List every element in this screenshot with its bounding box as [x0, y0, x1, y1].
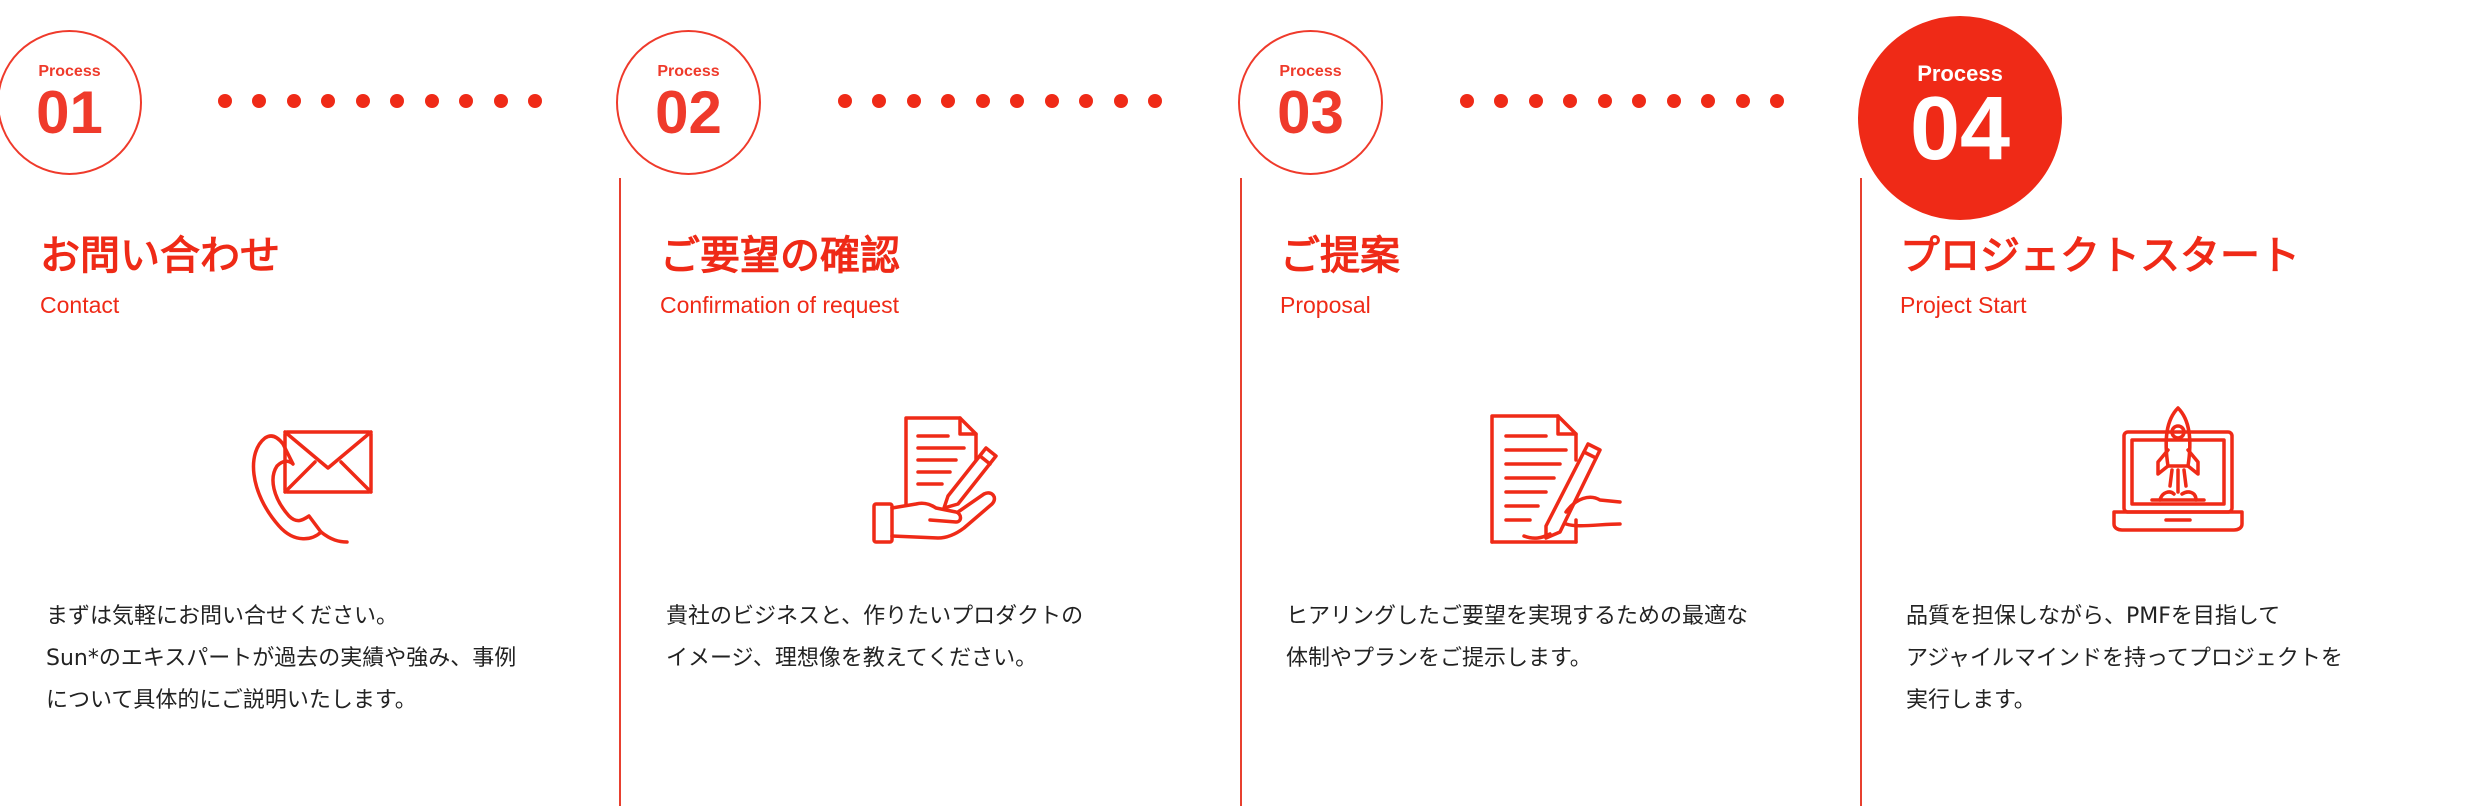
connector-dot — [1701, 94, 1716, 108]
connector-dot — [975, 94, 990, 108]
document-hand-pencil-icon — [860, 400, 1010, 550]
desc-line: ヒアリングしたご要望を実現するための最適な — [1286, 604, 1749, 629]
step-connector-3 — [1460, 94, 1784, 110]
step-badge-number: 03 — [1277, 79, 1344, 146]
desc-line: イメージ、理想像を教えてください。 — [666, 646, 1038, 671]
connector-dot — [1769, 94, 1784, 108]
connector-dot — [1044, 94, 1059, 108]
desc-line: Sun*のエキスパートが過去の実績や強み、事例 — [46, 646, 517, 671]
connector-dot — [390, 94, 405, 108]
connector-dot — [1494, 94, 1509, 108]
step-subtitle: Contact — [40, 292, 120, 318]
column-divider — [619, 178, 621, 806]
desc-line: 体制やプランをご提示します。 — [1286, 646, 1592, 671]
step-connector-1 — [218, 94, 542, 110]
connector-dot — [321, 94, 336, 108]
connector-dot — [1147, 94, 1162, 108]
step-subtitle: Confirmation of request — [660, 292, 900, 318]
step-subtitle: Proposal — [1280, 292, 1371, 318]
desc-line: アジャイルマインドを持ってプロジェクトを — [1906, 646, 2343, 671]
connector-dot — [252, 94, 267, 108]
connector-dot — [838, 94, 852, 108]
connector-dot — [1563, 94, 1578, 108]
connector-dot — [286, 94, 301, 108]
step-badge-01: Process 01 — [0, 30, 142, 175]
column-divider — [1240, 178, 1242, 806]
envelope-phone-icon — [235, 400, 385, 550]
step-badge-04-active: Process 04 — [1858, 16, 2062, 220]
connector-dot — [872, 94, 887, 108]
step-badge-label: Process — [1279, 63, 1342, 80]
step-column-contact: お問い合わせ Contact まずは気軽にお問い合せください。 Sun*のエキス… — [40, 0, 600, 806]
step-title: プロジェクトスタート — [1900, 233, 2300, 279]
connector-dot — [941, 94, 956, 108]
connector-dot — [527, 94, 542, 108]
connector-dot — [424, 94, 439, 108]
connector-dot — [1010, 94, 1025, 108]
connector-dot — [906, 94, 921, 108]
document-signing-icon — [1480, 400, 1630, 550]
step-description: まずは気軽にお問い合せください。 Sun*のエキスパートが過去の実績や強み、事例… — [46, 596, 516, 722]
connector-dot — [493, 94, 508, 108]
step-badge-label: Process — [38, 63, 101, 80]
desc-line: 貴社のビジネスと、作りたいプロダクトの — [666, 604, 1084, 629]
step-badge-label: Process — [1917, 61, 2003, 87]
step-description: 品質を担保しながら、PMFを目指して アジャイルマインドを持ってプロジェクトを … — [1906, 596, 2343, 722]
step-title: ご提案 — [1280, 233, 1400, 279]
step-connector-2 — [838, 94, 1162, 110]
connector-dot — [1666, 94, 1681, 108]
connector-dot — [355, 94, 370, 108]
step-badge-02: Process 02 — [616, 30, 761, 175]
step-description: ヒアリングしたご要望を実現するための最適な 体制やプランをご提示します。 — [1286, 596, 1748, 680]
step-description: 貴社のビジネスと、作りたいプロダクトの イメージ、理想像を教えてください。 — [666, 596, 1083, 680]
step-column-project-start: プロジェクトスタート Project Start 品質を担保しながら、PMFを目… — [1900, 0, 2470, 806]
connector-dot — [1735, 94, 1750, 108]
connector-dot — [1460, 94, 1474, 108]
step-badge-number: 02 — [655, 79, 722, 146]
step-column-confirmation: ご要望の確認 Confirmation of request 貴社のビジネスと、… — [660, 0, 1220, 806]
connector-dot — [1113, 94, 1128, 108]
step-title: お問い合わせ — [40, 233, 280, 279]
step-column-proposal: ご提案 Proposal ヒアリングしたご要望を実現 — [1280, 0, 1840, 806]
step-title: ご要望の確認 — [660, 233, 900, 279]
column-divider — [1860, 178, 1862, 806]
connector-dot — [1597, 94, 1612, 108]
desc-line: について具体的にご説明いたします。 — [46, 688, 417, 713]
connector-dot — [218, 94, 232, 108]
desc-line: 実行します。 — [1906, 688, 2036, 713]
step-badge-03: Process 03 — [1238, 30, 1383, 175]
connector-dot — [1079, 94, 1094, 108]
desc-line: まずは気軽にお問い合せください。 — [46, 604, 399, 629]
connector-dot — [459, 94, 474, 108]
connector-dot — [1528, 94, 1543, 108]
step-subtitle: Project Start — [1900, 292, 2027, 318]
step-badge-number: 01 — [36, 79, 103, 146]
step-badge-number: 04 — [1909, 79, 2011, 180]
step-badge-label: Process — [657, 63, 720, 80]
desc-line: 品質を担保しながら、PMFを目指して — [1906, 604, 2281, 629]
connector-dot — [1632, 94, 1647, 108]
rocket-laptop-icon — [2100, 400, 2250, 550]
